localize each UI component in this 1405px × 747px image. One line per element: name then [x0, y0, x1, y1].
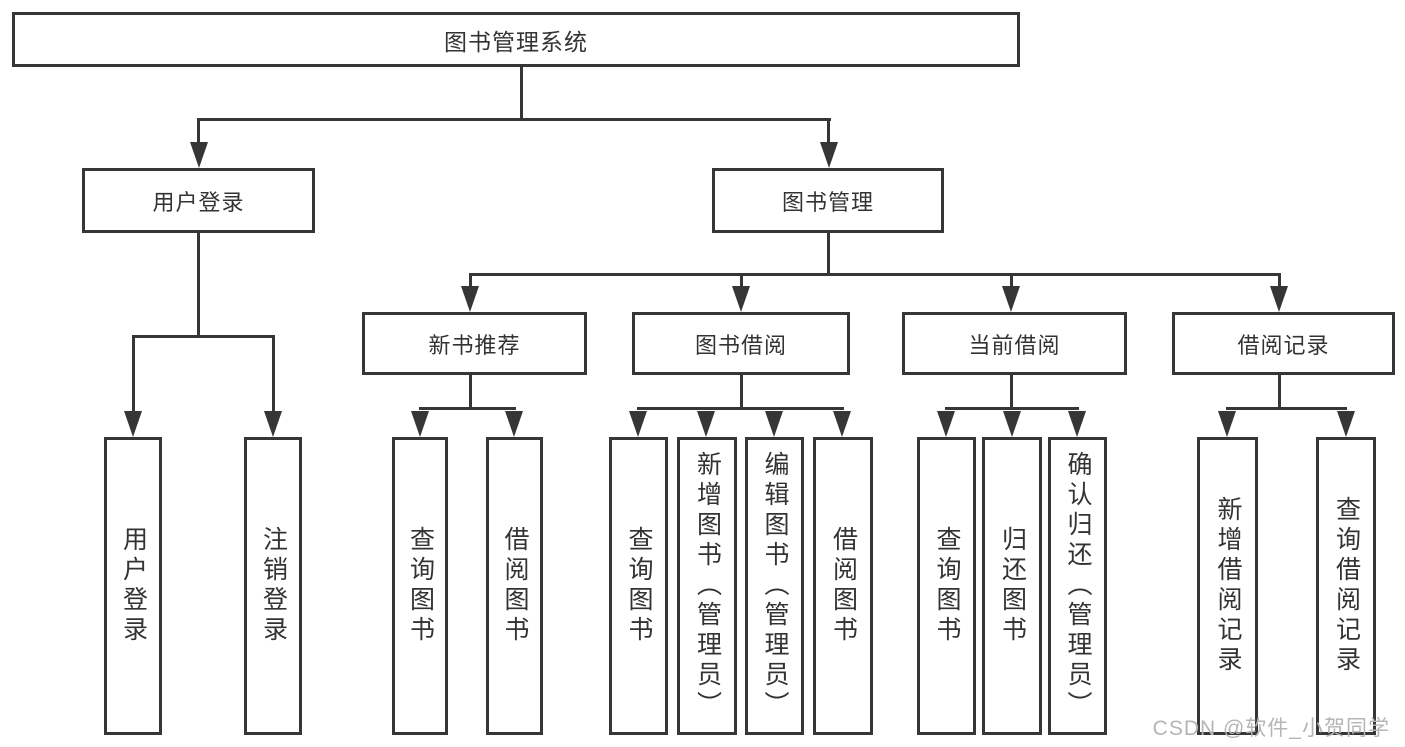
arrowhead-down-icon [1068, 411, 1086, 437]
arrowhead-down-icon [461, 286, 479, 312]
connector-current-borrow-bus [945, 407, 1079, 410]
node-user-login: 用户登录 [82, 168, 315, 233]
connector-drop-leaf [272, 335, 275, 415]
arrowhead-down-icon [820, 142, 838, 168]
leaf-nb-query-books: 查询图书 [392, 437, 448, 735]
leaf-bb-borrow-books-label: 借阅图书 [829, 526, 858, 646]
connector-user-login-bus [132, 335, 275, 338]
arrowhead-down-icon [1002, 286, 1020, 312]
arrowhead-down-icon [124, 411, 142, 437]
connector-root-stem [520, 67, 523, 121]
leaf-cb-confirm-return-admin: 确认归还（管理员） [1048, 437, 1107, 735]
arrowhead-down-icon [1003, 411, 1021, 437]
arrowhead-down-icon [264, 411, 282, 437]
connector-drop-book-borrow [740, 273, 743, 292]
leaf-cb-confirm-return-admin-label: 确认归还（管理员） [1064, 451, 1092, 721]
leaf-nb-query-books-label: 查询图书 [406, 526, 435, 646]
connector-drop-current-borrow [1010, 273, 1013, 292]
connector-drop-leaf [132, 335, 135, 415]
node-book-management-label: 图书管理 [781, 189, 874, 215]
leaf-cb-return-books: 归还图书 [982, 437, 1042, 735]
leaf-bb-query-books-label: 查询图书 [625, 526, 653, 646]
leaf-br-query-record: 查询借阅记录 [1316, 437, 1376, 735]
node-root-label: 图书管理系统 [444, 28, 588, 55]
arrowhead-down-icon [833, 411, 851, 437]
leaf-cb-query-books: 查询图书 [917, 437, 976, 735]
leaf-cb-return-books-label: 归还图书 [998, 526, 1027, 646]
arrowhead-down-icon [1337, 411, 1355, 437]
leaf-user-login: 用户登录 [104, 437, 162, 735]
leaf-bb-add-books-admin: 新增图书（管理员） [677, 437, 737, 735]
leaf-bb-borrow-books: 借阅图书 [813, 437, 873, 735]
arrowhead-down-icon [1270, 286, 1288, 312]
node-book-borrow-label: 图书借阅 [694, 332, 787, 358]
leaf-logout: 注销登录 [244, 437, 302, 735]
leaf-nb-borrow-books-label: 借阅图书 [501, 526, 529, 646]
connector-drop-new-book [469, 273, 472, 292]
leaf-cb-query-books-label: 查询图书 [933, 526, 961, 646]
arrowhead-down-icon [629, 411, 647, 437]
connector-book-mgmt-stem [827, 233, 830, 276]
connector-current-borrow-stem [1010, 375, 1013, 410]
leaf-logout-label: 注销登录 [259, 526, 288, 646]
leaf-br-add-record-label: 新增借阅记录 [1214, 496, 1242, 676]
leaf-bb-edit-books-admin-label: 编辑图书（管理员） [761, 451, 789, 721]
node-new-book-recommend: 新书推荐 [362, 312, 587, 375]
arrowhead-down-icon [505, 411, 523, 437]
connector-drop-book-mgmt [827, 118, 830, 148]
leaf-nb-borrow-books: 借阅图书 [486, 437, 543, 735]
connector-borrow-records-bus [1226, 407, 1347, 410]
leaf-user-login-label: 用户登录 [119, 526, 148, 646]
arrowhead-down-icon [190, 142, 208, 168]
connector-drop-user-login [197, 118, 200, 148]
node-current-borrow-label: 当前借阅 [968, 332, 1061, 358]
connector-drop-borrow-records [1278, 273, 1281, 292]
node-user-login-label: 用户登录 [152, 189, 245, 215]
node-book-management: 图书管理 [712, 168, 944, 233]
leaf-bb-edit-books-admin: 编辑图书（管理员） [745, 437, 804, 735]
arrowhead-down-icon [732, 286, 750, 312]
arrowhead-down-icon [1218, 411, 1236, 437]
node-borrow-records-label: 借阅记录 [1237, 332, 1330, 358]
node-book-borrow: 图书借阅 [632, 312, 850, 375]
connector-borrow-records-stem [1278, 375, 1281, 410]
connector-level1-bus [197, 118, 831, 121]
arrowhead-down-icon [411, 411, 429, 437]
node-root: 图书管理系统 [12, 12, 1020, 67]
arrowhead-down-icon [697, 411, 715, 437]
connector-book-borrow-bus [637, 407, 844, 410]
node-borrow-records: 借阅记录 [1172, 312, 1395, 375]
connector-level2-bus [469, 273, 1281, 276]
node-new-book-recommend-label: 新书推荐 [428, 332, 521, 358]
leaf-br-add-record: 新增借阅记录 [1197, 437, 1258, 735]
connector-user-login-stem [197, 233, 200, 338]
leaf-br-query-record-label: 查询借阅记录 [1332, 496, 1361, 676]
arrowhead-down-icon [937, 411, 955, 437]
watermark: CSDN @软件_小贺同学 [1152, 717, 1390, 740]
connector-book-borrow-stem [740, 375, 743, 410]
connector-new-book-stem [469, 375, 472, 410]
leaf-bb-add-books-admin-label: 新增图书（管理员） [693, 451, 722, 721]
leaf-bb-query-books: 查询图书 [609, 437, 668, 735]
node-current-borrow: 当前借阅 [902, 312, 1127, 375]
arrowhead-down-icon [765, 411, 783, 437]
connector-new-book-bus [419, 407, 516, 410]
